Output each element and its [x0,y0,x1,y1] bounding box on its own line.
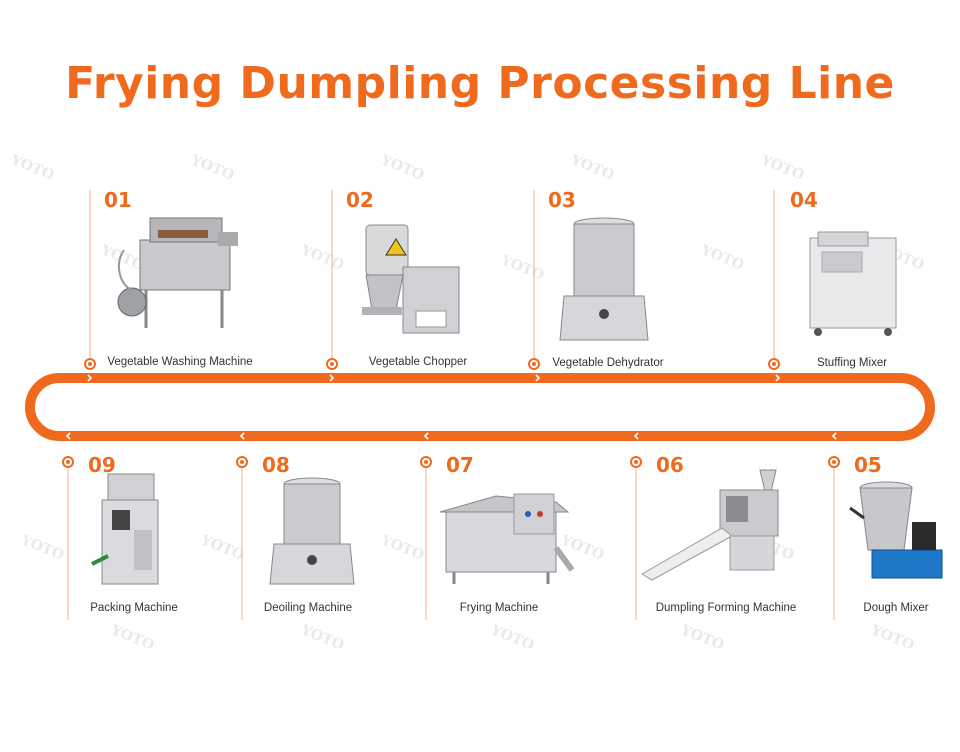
chevron-left-icon [239,432,245,440]
step-label: Vegetable Dehydrator [552,357,664,369]
step-number: 02 [346,188,374,212]
step-label: Packing Machine [90,602,178,614]
chevron-right-icon [329,374,335,382]
frying-machine-icon [439,493,575,584]
step-dots [62,358,840,468]
step-label: Frying Machine [459,602,539,614]
loop-track [25,373,935,441]
step-number: 04 [790,188,818,212]
deoiling-machine-icon [269,477,355,585]
step-number: 07 [446,453,474,477]
packing-machine-icon [91,473,159,585]
step-label: Dumpling Forming Machine [655,602,797,614]
dumpling-forming-icon [641,469,779,581]
step-label: Deoiling Machine [263,602,353,614]
step-number: 09 [88,453,116,477]
step-label: Dough Mixer [863,602,929,614]
dehydrator-icon [559,217,649,341]
stuffing-mixer-icon [809,231,897,336]
chevron-right-icon [535,374,541,382]
dough-mixer-icon [849,481,943,579]
chevrons-bottom [65,432,837,440]
guide-lines [67,190,835,620]
step-number: 05 [854,453,882,477]
chopper-icon [362,224,460,334]
step-label: Vegetable Chopper [368,356,468,368]
chevron-left-icon [65,432,71,440]
washing-machine-icon [117,217,238,328]
chevron-right-icon [87,374,93,382]
step-label: Vegetable Washing Machine [107,356,253,368]
step-label: Stuffing Mixer [816,357,888,369]
step-number: 03 [548,188,576,212]
chevrons-top [87,374,781,382]
chevron-left-icon [831,432,837,440]
chevron-right-icon [775,374,781,382]
chevron-left-icon [423,432,429,440]
step-number: 06 [656,453,684,477]
step-number: 08 [262,453,290,477]
step-number: 01 [104,188,132,212]
page-title: Frying Dumpling Processing Line [65,58,895,109]
chevron-left-icon [633,432,639,440]
